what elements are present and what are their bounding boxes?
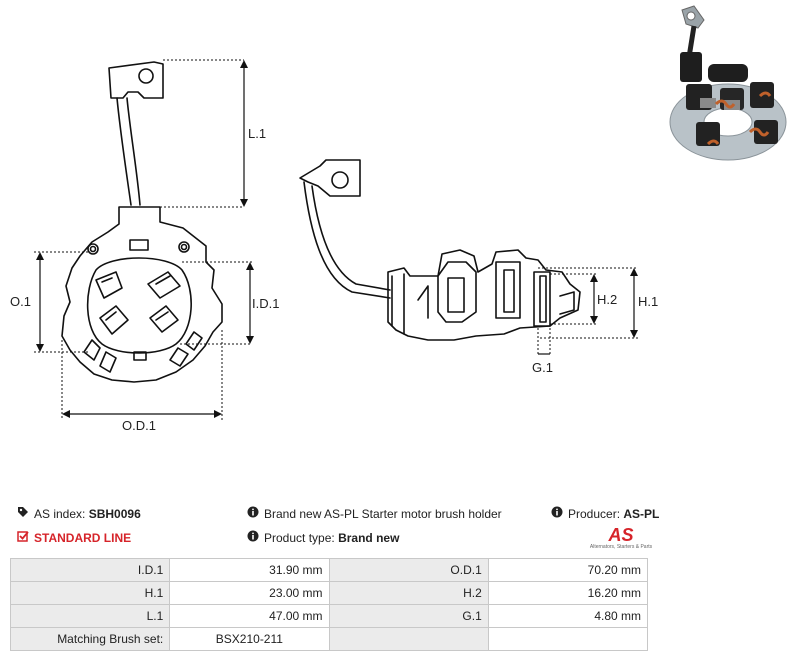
- specs-table: I.D.1 31.90 mm O.D.1 70.20 mm H.1 23.00 …: [9, 558, 649, 651]
- dim-label-h2: H.2: [597, 292, 617, 307]
- producer-label: Producer:: [568, 507, 621, 521]
- lead-wire-side: [303, 181, 391, 299]
- spec-value: 47.00 mm: [169, 604, 330, 628]
- product-type-row: Product type: Brand new: [246, 530, 399, 545]
- spec-value: [487, 627, 649, 651]
- spec-key: H.1: [9, 581, 171, 605]
- as-index-label: AS index:: [34, 507, 86, 521]
- terminal-tab-side: [299, 159, 361, 197]
- brush-plate-side: [387, 249, 581, 341]
- info-icon: [246, 506, 260, 521]
- info-icon: [550, 506, 564, 521]
- spec-key: I.D.1: [9, 558, 171, 582]
- logo-tagline: Alternators, Starters & Parts: [589, 544, 653, 550]
- line-row: STANDARD LINE: [16, 530, 131, 545]
- producer-value: AS-PL: [623, 507, 660, 521]
- spec-key: H.2: [328, 581, 489, 605]
- spec-value: 4.80 mm: [487, 604, 649, 628]
- spec-value: 23.00 mm: [169, 581, 330, 605]
- dim-label-h1: H.1: [638, 294, 658, 309]
- spec-value: 16.20 mm: [487, 581, 649, 605]
- lead-wire-front: [116, 97, 141, 206]
- dim-label-g1: G.1: [532, 360, 553, 375]
- product-info: AS index: SBH0096 STANDARD LINE Brand ne…: [16, 502, 659, 558]
- spec-key: [328, 627, 489, 651]
- table-row: I.D.1 31.90 mm O.D.1 70.20 mm: [9, 558, 649, 582]
- description-text: Brand new AS-PL Starter motor brush hold…: [264, 507, 502, 521]
- logo-mark: AS: [608, 525, 634, 545]
- table-row: L.1 47.00 mm G.1 4.80 mm: [9, 604, 649, 628]
- product-photo: [669, 5, 787, 161]
- dim-label-l1: L.1: [248, 126, 266, 141]
- spec-value: 70.20 mm: [487, 558, 649, 582]
- line-label: STANDARD LINE: [34, 531, 132, 545]
- as-index-value: SBH0096: [88, 507, 141, 521]
- info-icon: [246, 530, 260, 545]
- dim-label-od1: O.D.1: [122, 418, 156, 433]
- spec-key: G.1: [328, 604, 489, 628]
- technical-drawing: L.1 O.1 I.D.1 O.D.1 H.1 H.2 G.1: [10, 59, 658, 433]
- terminal-tab-front: [108, 61, 164, 99]
- product-type-label: Product type:: [264, 531, 335, 545]
- table-row: H.1 23.00 mm H.2 16.20 mm: [9, 581, 649, 605]
- spec-key: L.1: [9, 604, 171, 628]
- spec-value: 31.90 mm: [169, 558, 330, 582]
- spec-value: BSX210-211: [169, 627, 330, 651]
- product-type-value: Brand new: [338, 531, 400, 545]
- brush-plate-front: [61, 206, 223, 383]
- brand-logo: AS Alternators, Starters & Parts: [586, 526, 656, 554]
- spec-key: Matching Brush set:: [9, 627, 171, 651]
- checkbox-icon: [16, 530, 30, 545]
- as-index-row: AS index: SBH0096: [16, 506, 141, 521]
- dim-label-id1: I.D.1: [252, 296, 279, 311]
- tag-icon: [16, 506, 30, 521]
- table-row: Matching Brush set: BSX210-211: [9, 627, 649, 651]
- spec-key: O.D.1: [328, 558, 489, 582]
- description-row: Brand new AS-PL Starter motor brush hold…: [246, 506, 502, 521]
- producer-row: Producer: AS-PL: [550, 506, 659, 521]
- dim-label-o1: O.1: [10, 294, 31, 309]
